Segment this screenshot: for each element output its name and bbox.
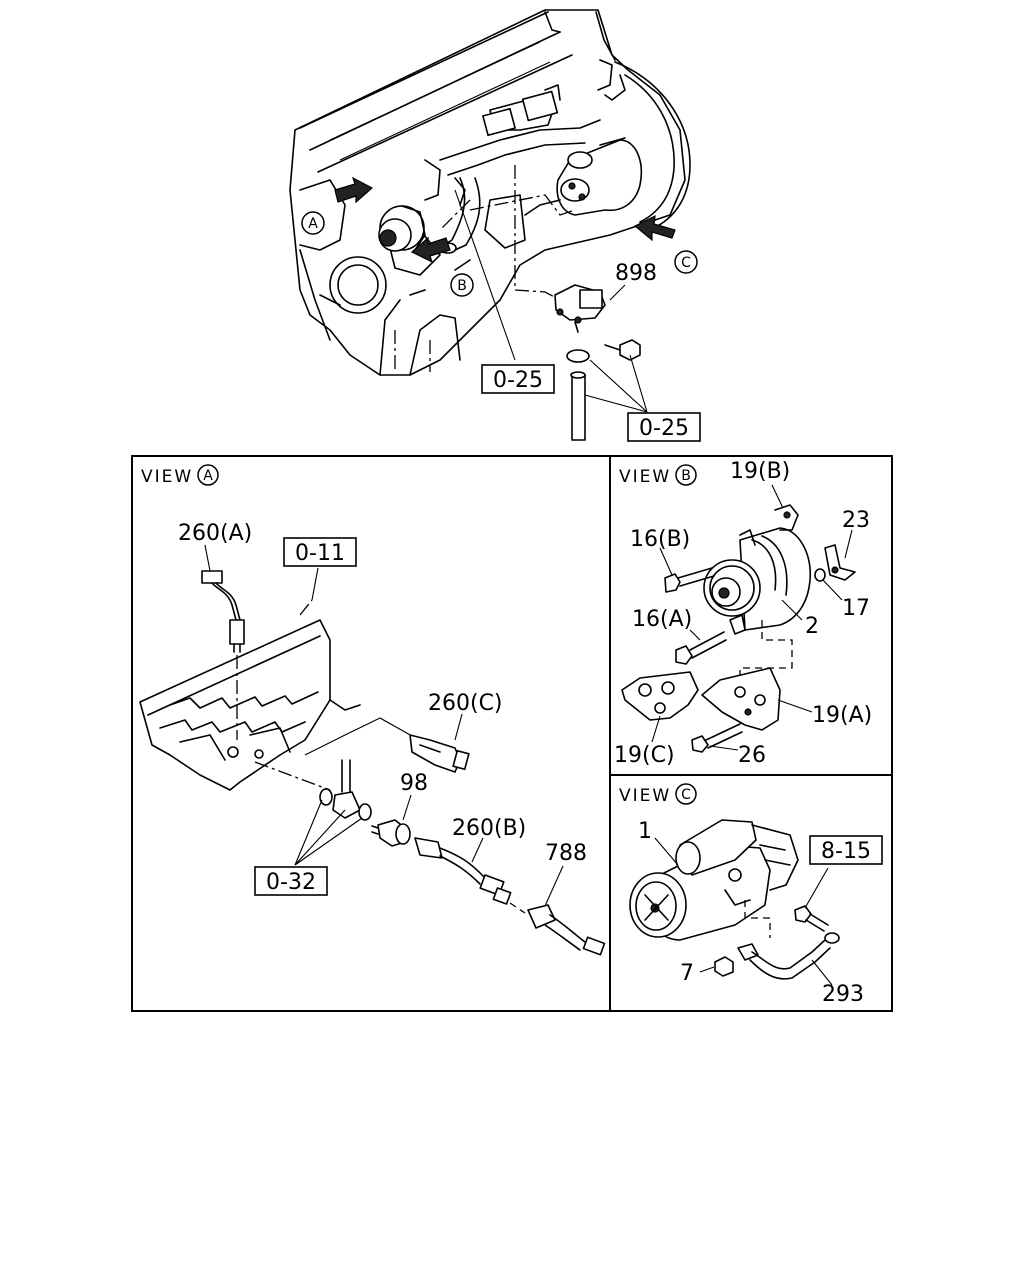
callout-a-letter: A xyxy=(308,216,318,232)
overview-starter xyxy=(524,137,642,216)
view-a-circle xyxy=(197,464,219,486)
ref-box-0-25-a xyxy=(481,364,555,394)
label-16b: 16(B) xyxy=(630,527,690,552)
callout-b-letter: B xyxy=(457,278,467,294)
label-1: 1 xyxy=(638,819,652,844)
callout-a xyxy=(301,211,325,235)
engine-overview: A B C 898 0-25 0-25 xyxy=(289,9,701,442)
fastener-pieces xyxy=(566,339,641,441)
view-b-panel: VIEW B xyxy=(614,459,872,768)
label-788: 788 xyxy=(545,841,587,866)
ref-box-0-32 xyxy=(254,866,328,896)
view-a-title: VIEW xyxy=(141,467,193,487)
view-c-title: VIEW xyxy=(619,786,671,806)
ref-0-25-a: 0-25 xyxy=(493,368,543,393)
view-c-panel: VIEW C xyxy=(619,783,883,1007)
part-2-alternator xyxy=(703,504,811,635)
ref-box-0-11 xyxy=(283,537,357,567)
label-293: 293 xyxy=(822,982,864,1007)
part-1-starter xyxy=(629,819,799,941)
ref-box-0-25-b xyxy=(627,412,701,442)
label-7: 7 xyxy=(680,961,694,986)
part-7-nut xyxy=(714,956,734,977)
arrow-b xyxy=(410,236,451,264)
part-293-cable xyxy=(737,932,840,980)
part-16a-bolt xyxy=(675,631,727,665)
callout-c-letter: C xyxy=(681,255,691,271)
ref-8-15: 8-15 xyxy=(821,839,871,864)
ref-0-32: 0-32 xyxy=(266,870,316,895)
callout-c xyxy=(674,250,698,274)
part-260c-sensor xyxy=(409,734,470,773)
label-898: 898 xyxy=(615,261,657,286)
part-898-sensor xyxy=(554,284,606,333)
ref-box-8-15 xyxy=(809,835,883,865)
callout-b xyxy=(450,273,474,297)
ref-0-11: 0-11 xyxy=(295,541,345,566)
part-788-harness xyxy=(509,902,606,956)
label-23: 23 xyxy=(842,508,870,533)
label-19a: 19(A) xyxy=(812,703,872,728)
part-23-bracket xyxy=(824,544,856,581)
fitting-98 xyxy=(319,759,411,847)
part-19c-bracket xyxy=(621,671,699,721)
label-19c: 19(C) xyxy=(614,743,675,768)
view-b-circle xyxy=(675,464,697,486)
part-17-washer xyxy=(814,568,826,582)
label-260a: 260(A) xyxy=(178,521,252,546)
overview-alternator xyxy=(378,205,426,252)
label-19b: 19(B) xyxy=(730,459,790,484)
label-260b: 260(B) xyxy=(452,816,526,841)
part-260b-sensor xyxy=(414,837,512,905)
view-c-circle xyxy=(675,783,697,805)
view-c-letter: C xyxy=(681,787,691,803)
view-b-title: VIEW xyxy=(619,467,671,487)
label-2: 2 xyxy=(805,614,819,639)
label-260c: 260(C) xyxy=(428,691,503,716)
label-16a: 16(A) xyxy=(632,607,692,632)
part-16b-bolt xyxy=(664,567,715,593)
label-17: 17 xyxy=(842,596,870,621)
part-26-bolt xyxy=(691,723,743,753)
fastener-8-15-bolt xyxy=(794,905,829,932)
view-a-panel: VIEW A xyxy=(139,464,606,956)
view-a-letter: A xyxy=(203,468,213,484)
part-19a-bracket xyxy=(701,667,781,731)
cylinder-head xyxy=(139,619,361,791)
part-260a-sensor xyxy=(201,570,245,740)
ref-0-25-b: 0-25 xyxy=(639,416,689,441)
label-26: 26 xyxy=(738,743,766,768)
arrow-a xyxy=(334,176,374,204)
label-98: 98 xyxy=(400,771,428,796)
view-panels xyxy=(131,455,893,1012)
arrow-c xyxy=(633,214,676,242)
view-b-letter: B xyxy=(681,468,691,484)
